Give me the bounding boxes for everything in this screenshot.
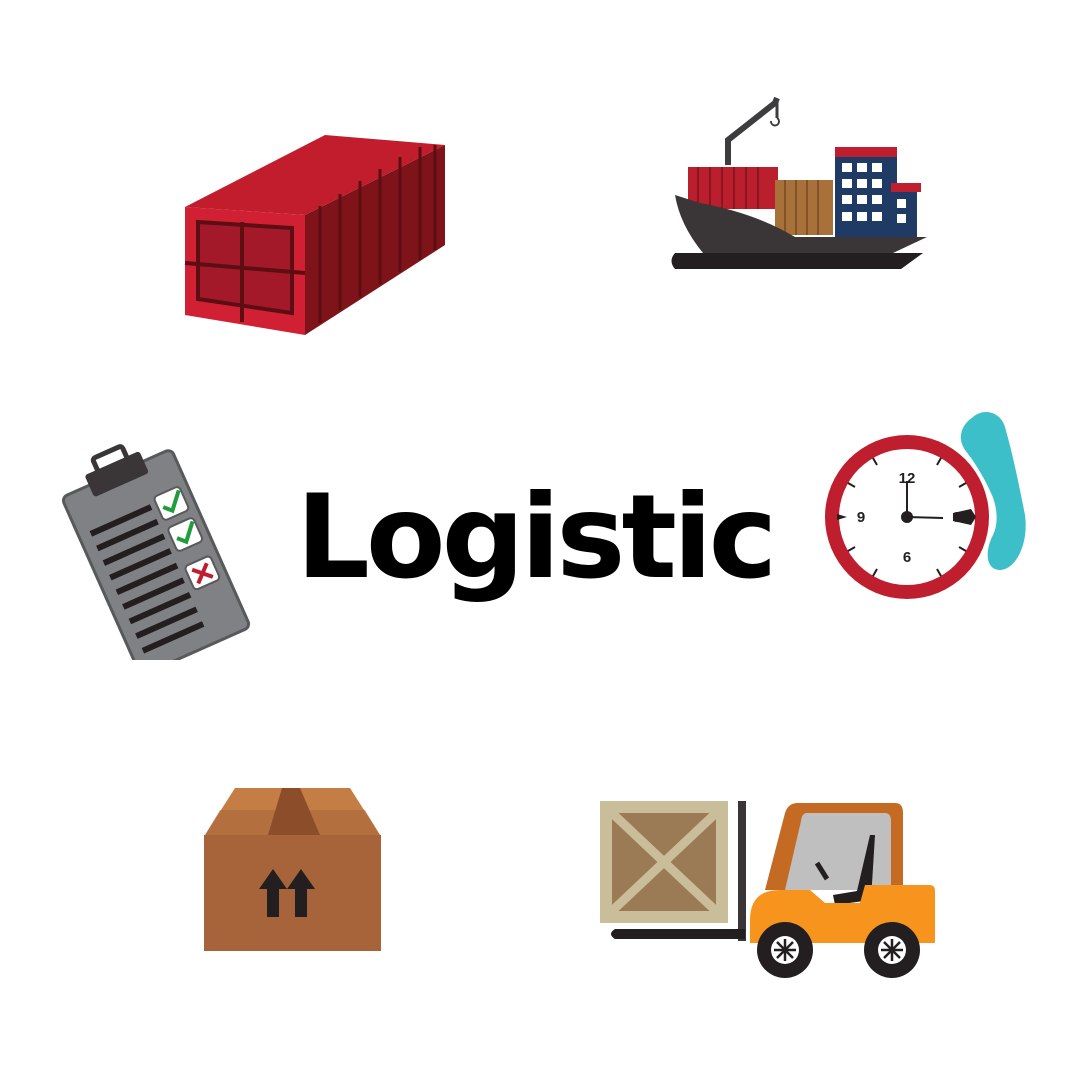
- clock-number-9: 9: [857, 509, 865, 526]
- shipping-container-icon: [184, 135, 445, 335]
- checklist-clipboard-icon: [61, 444, 251, 660]
- clock-phone-icon: 12 3 6 9: [825, 412, 1026, 599]
- cargo-ship-icon: [671, 96, 927, 269]
- page-title: Logistic: [296, 470, 777, 605]
- forklift-icon: [600, 801, 935, 978]
- clock-number-12: 12: [899, 470, 916, 487]
- cardboard-box-icon: [204, 788, 381, 951]
- clock-number-6: 6: [903, 549, 911, 566]
